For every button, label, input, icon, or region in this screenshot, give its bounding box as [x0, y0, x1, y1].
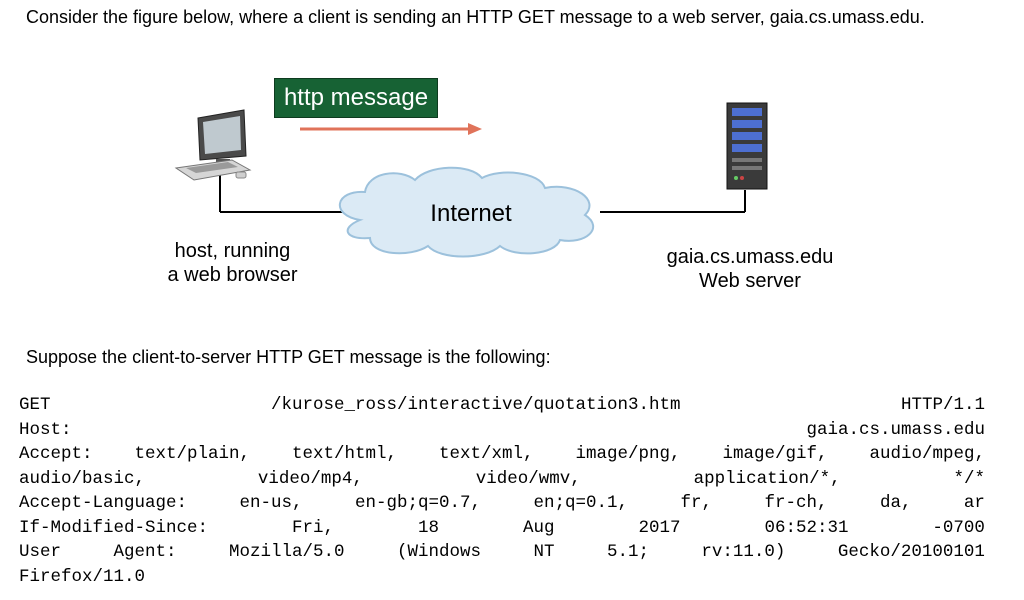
http-token: Aug — [522, 517, 555, 538]
http-token: User — [19, 542, 62, 562]
http-token: */* — [953, 468, 985, 489]
desktop-computer-icon — [174, 109, 252, 181]
cloud-icon — [339, 166, 594, 258]
http-token: text/html, — [291, 444, 398, 464]
server-label-line2: Web server — [699, 270, 801, 292]
http-token: 18 — [417, 517, 439, 538]
http-line: Firefox/11.0 — [19, 565, 985, 590]
http-token: video/wmv, — [475, 468, 581, 489]
http-token: en-us, — [239, 493, 303, 513]
http-token: Accept: — [19, 444, 93, 464]
host-label-line1: host, running — [174, 240, 291, 262]
http-token: gaia.cs.umass.edu — [806, 419, 985, 440]
http-token: text/plain, — [134, 444, 251, 464]
host-label: host, running a web browser — [150, 239, 315, 287]
http-token: en-gb;q=0.7, — [354, 493, 482, 513]
http-token: Firefox/11.0 — [19, 566, 146, 587]
http-token: Agent: — [113, 542, 177, 562]
http-token: If-Modified-Since: — [19, 517, 209, 538]
http-token: 06:52:31 — [764, 517, 849, 538]
http-token: HTTP/1.1 — [900, 395, 985, 415]
http-token: ar — [963, 493, 985, 513]
http-token: audio/mpeg, — [869, 444, 985, 464]
http-token: NT — [533, 542, 555, 562]
http-token: 2017 — [638, 517, 681, 538]
http-token: da, — [879, 493, 912, 513]
intro-paragraph: Consider the figure below, where a clien… — [26, 7, 925, 27]
host-label-line2: a web browser — [167, 264, 298, 286]
http-line: User Agent: Mozilla/5.0 (Windows NT 5.1; rv:11… — [19, 540, 985, 565]
arrow-right-icon — [300, 123, 482, 135]
http-get-message: GET/kurose_ross/interactive/quotation3.h… — [19, 393, 985, 589]
http-token: -0700 — [932, 517, 985, 538]
http-line: audio/basic, video/mp4, video/wmv, applicat… — [19, 467, 985, 492]
http-token: image/png, — [575, 444, 681, 464]
figure-drawing — [174, 102, 768, 258]
http-token: 5.1; — [606, 542, 649, 562]
http-token: Gecko/20100101 — [837, 542, 985, 562]
http-line: If-Modified-Since: Fri, 18 Aug 2017 06:52:31 -… — [19, 516, 985, 541]
http-token: application/*, — [693, 468, 841, 489]
http-line: Accept-Language: en-us, en-gb;q=0.7, en;q=0… — [19, 491, 985, 516]
http-line: Accept: text/plain, text/html, text/xml, ima… — [19, 442, 985, 467]
http-token: Mozilla/5.0 — [228, 542, 345, 562]
http-token: fr-ch, — [764, 493, 828, 513]
server-label: gaia.cs.umass.edu Web server — [640, 245, 860, 293]
http-token: image/gif, — [722, 444, 828, 464]
http-token: GET — [19, 395, 51, 415]
http-token: rv:11.0) — [701, 542, 786, 562]
http-token: en;q=0.1, — [533, 493, 628, 513]
http-token: video/mp4, — [257, 468, 363, 489]
server-label-line1: gaia.cs.umass.edu — [666, 246, 834, 268]
internet-label: Internet — [430, 200, 512, 227]
suppose-paragraph: Suppose the client-to-server HTTP GET me… — [26, 347, 551, 367]
http-message-box: http message — [274, 78, 438, 118]
http-line: GET/kurose_ross/interactive/quotation3.h… — [19, 393, 985, 418]
http-figure: http message Internet host, running a we… — [150, 78, 860, 293]
server-tower-icon — [726, 102, 768, 190]
http-token: /kurose_ross/interactive/quotation3.htm — [270, 395, 681, 415]
http-token: Host: — [19, 419, 72, 440]
http-token: text/xml, — [438, 444, 534, 464]
http-token: audio/basic, — [19, 468, 146, 489]
http-token: (Windows — [396, 542, 481, 562]
http-token: Accept-Language: — [19, 493, 188, 513]
http-token: Fri, — [292, 517, 335, 538]
http-token: fr, — [680, 493, 712, 513]
http-line: Host: gaia.cs.umass.edu — [19, 418, 985, 443]
